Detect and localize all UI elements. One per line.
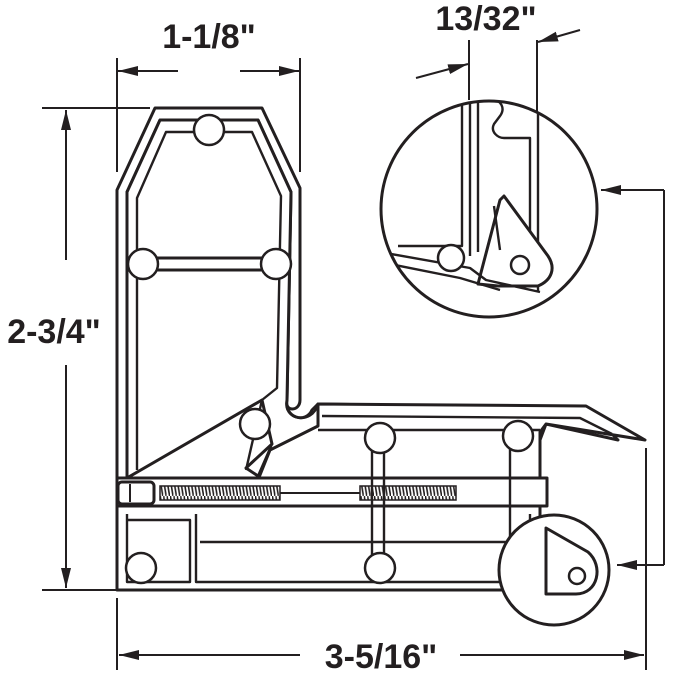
screw-thread-left xyxy=(159,485,281,501)
screw-thread-right xyxy=(359,485,457,501)
ball-joint-center xyxy=(363,421,397,455)
detail-ball-left xyxy=(436,243,466,273)
bottom-width-label: 3-5/16" xyxy=(325,638,438,675)
corner-bracket-body xyxy=(115,106,647,592)
ball-joint-elbow xyxy=(238,407,272,441)
ball-joint-top xyxy=(192,113,226,147)
detail-channel xyxy=(468,101,480,256)
base-block xyxy=(115,504,542,592)
screw-head xyxy=(116,480,156,506)
wheel-axle xyxy=(567,566,587,586)
detail-magnifier xyxy=(379,99,599,319)
ball-joint-upper-right xyxy=(259,247,293,281)
detail-gap-arrow-right xyxy=(537,29,581,43)
ball-joint-bottom-center xyxy=(363,551,397,585)
ball-joint-bottom-left xyxy=(124,551,158,585)
detail-left-wall xyxy=(398,101,464,248)
detail-slot xyxy=(492,205,502,251)
detail-gap-arrow-left xyxy=(415,63,469,79)
ball-joint-right xyxy=(501,419,535,453)
bottom-width-dimension: 3-5/16" xyxy=(116,448,647,675)
detail-gap-dimension: 13/32" xyxy=(415,0,581,112)
top-width-label: 1-1/8" xyxy=(162,18,256,56)
detail-gap-label: 13/32" xyxy=(435,0,536,38)
detail-callout-bracket xyxy=(601,185,665,570)
height-label: 2-3/4" xyxy=(7,313,101,351)
roller-wheel xyxy=(497,513,611,627)
detail-floor xyxy=(381,250,541,294)
vertical-arm-inner-frame xyxy=(135,130,283,470)
top-width-dimension: 1-1/8" xyxy=(116,18,301,172)
upper-link-bar xyxy=(148,256,276,272)
detail-ball-right xyxy=(509,254,531,276)
ball-joint-upper-left xyxy=(126,247,160,281)
height-dimension: 2-3/4" xyxy=(7,107,150,591)
elbow-hook xyxy=(285,399,320,420)
